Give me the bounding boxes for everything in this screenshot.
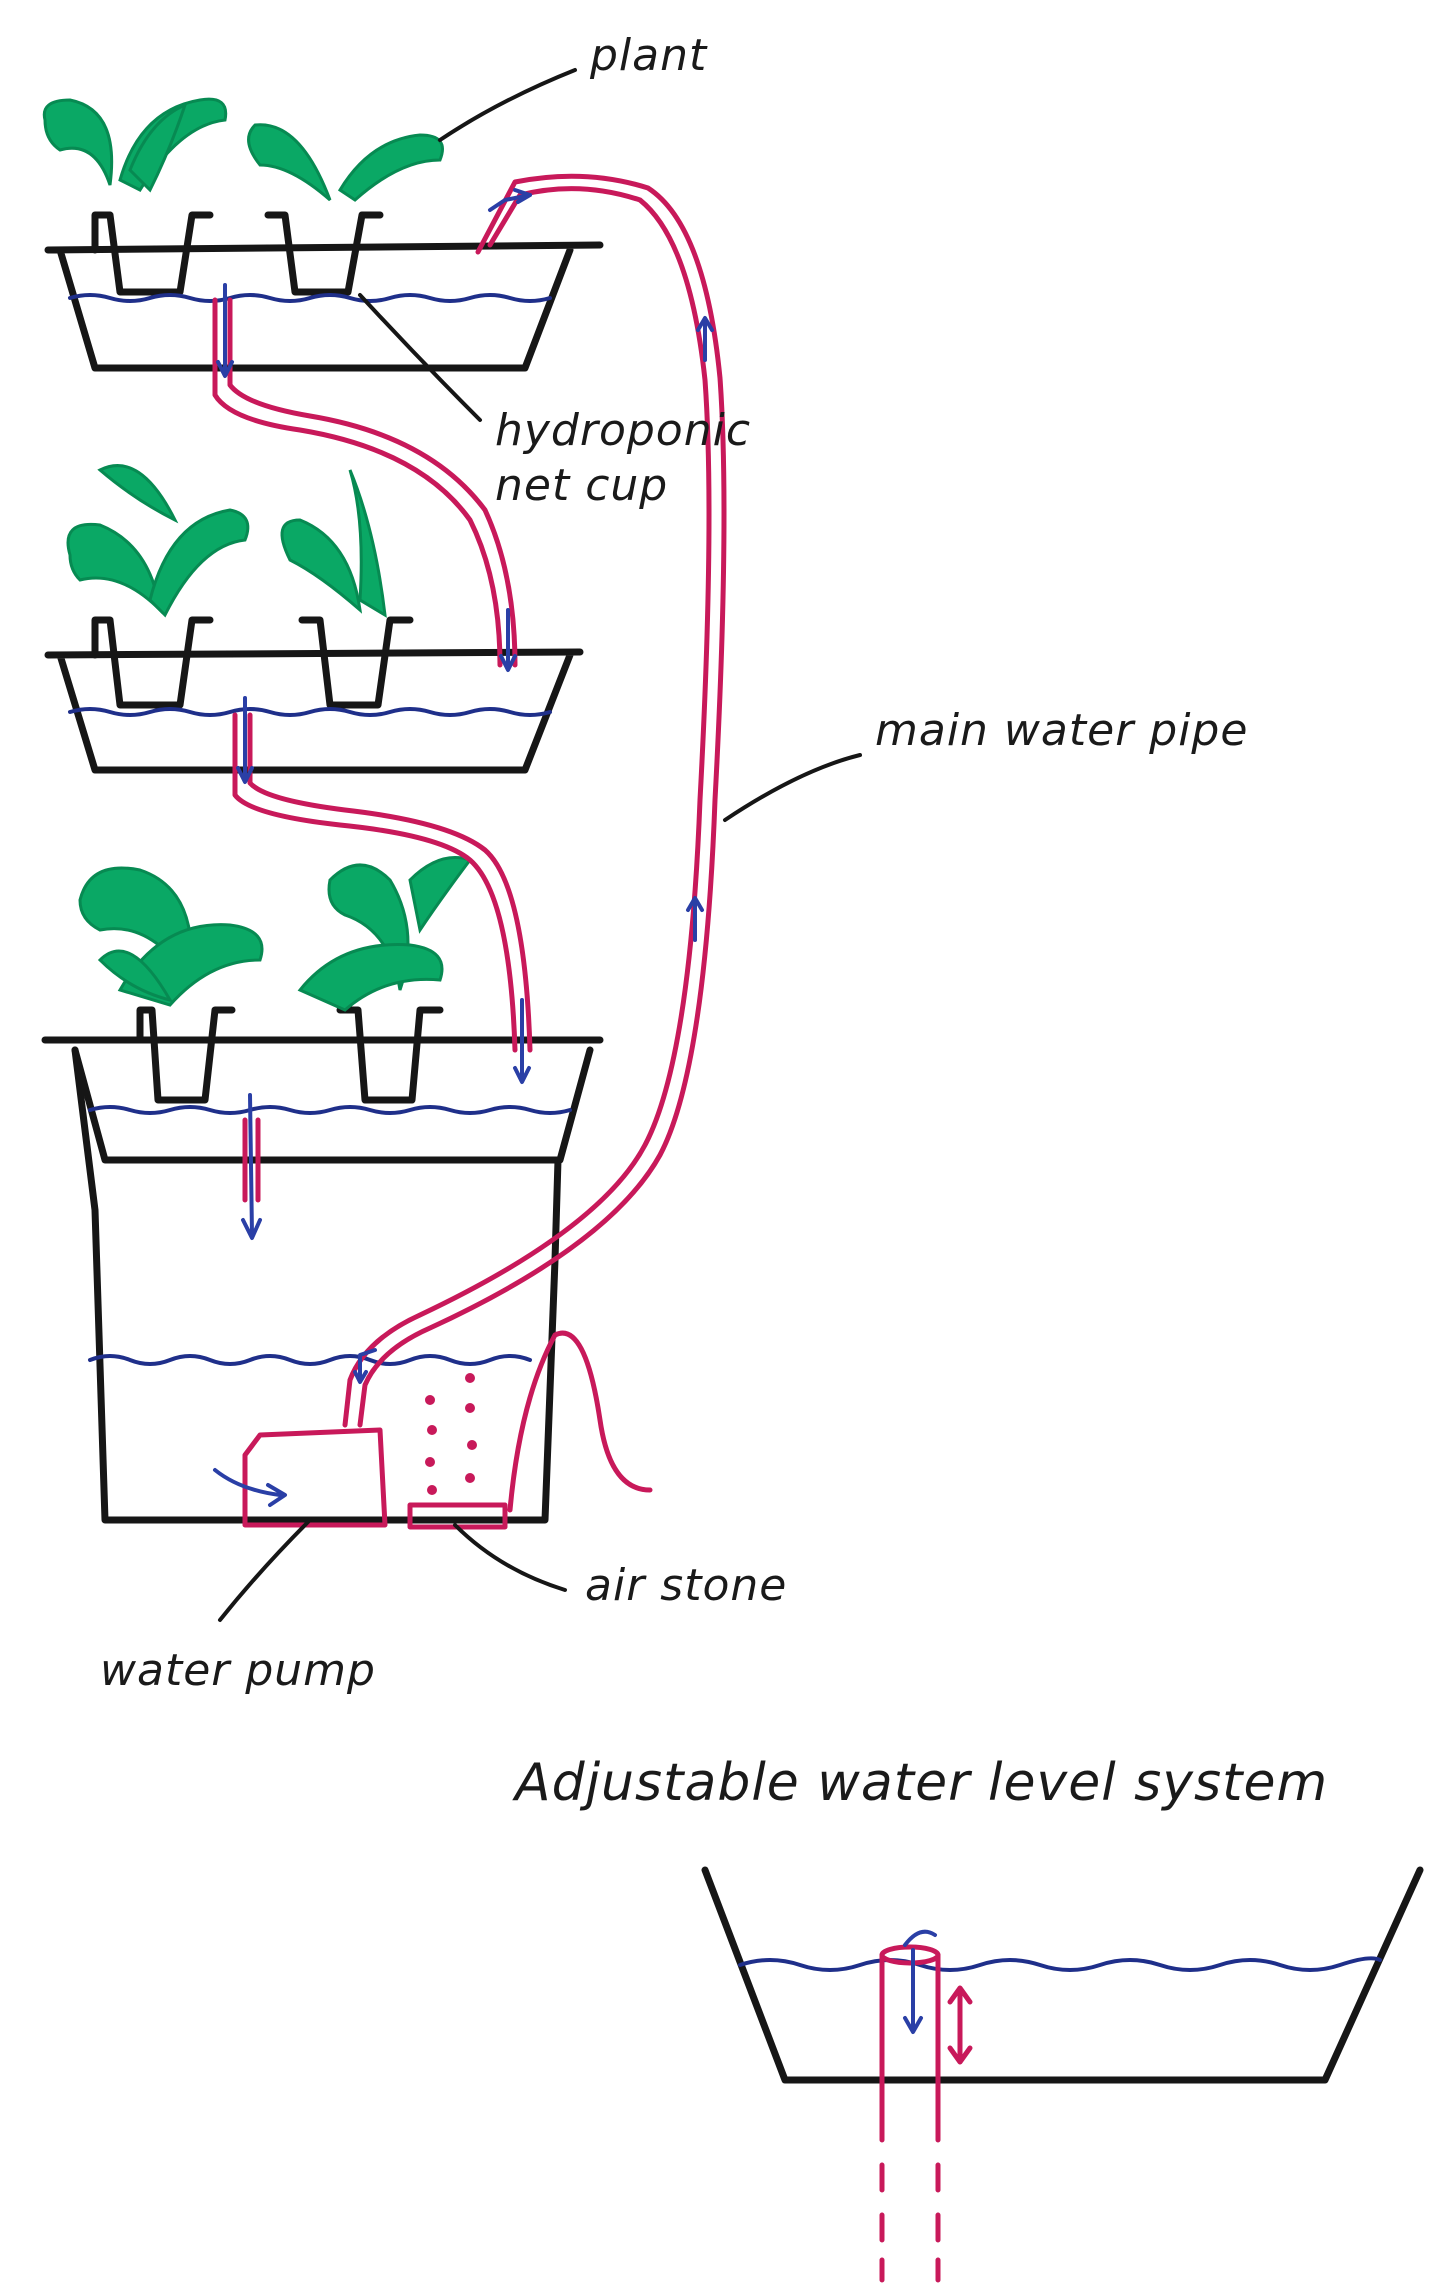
- drain-pipe-lower: [232, 696, 533, 1084]
- inset-title: Adjustable water level system: [512, 1753, 1328, 1813]
- air-bubble: [465, 1403, 475, 1413]
- label-air-stone: air stone: [585, 1560, 787, 1611]
- tray-bottom: [41, 1006, 604, 1164]
- label-net-cup: net cup: [495, 460, 668, 511]
- air-stone: [407, 1330, 653, 1530]
- label-hydroponic: hydroponic: [495, 405, 751, 456]
- air-bubble: [465, 1473, 475, 1483]
- plant-tier-1: [42, 97, 444, 202]
- label-plant-group: plant: [438, 30, 708, 142]
- label-water-pump-group: water pump: [100, 1518, 376, 1696]
- air-bubble: [465, 1373, 475, 1383]
- air-bubble: [467, 1440, 477, 1450]
- main-water-pipe: [342, 173, 727, 1428]
- label-net-cup-group: hydroponic net cup: [358, 293, 751, 511]
- tray-middle: [44, 616, 584, 774]
- plant-tier-3: [78, 856, 473, 1012]
- air-bubble: [425, 1395, 435, 1405]
- reservoir: [71, 1046, 562, 1524]
- label-main-water-pipe: main water pipe: [875, 705, 1248, 756]
- tray-top: [44, 211, 604, 372]
- air-bubble: [425, 1457, 435, 1467]
- water-pump: [213, 1427, 388, 1528]
- adjust-height-arrow: [947, 1985, 973, 2065]
- drain-pipe-upper: [212, 283, 518, 672]
- label-water-pump: water pump: [100, 1645, 376, 1696]
- plant-tier-2: [66, 464, 387, 618]
- adjustable-water-level-inset: Adjustable water level system: [512, 1753, 1424, 2283]
- air-bubble: [427, 1425, 437, 1435]
- label-main-pipe-group: main water pipe: [723, 705, 1248, 822]
- standpipe: [879, 1929, 941, 2283]
- drain-outlet-bottom: [241, 1093, 262, 1240]
- air-bubble: [427, 1485, 437, 1495]
- label-plant: plant: [589, 30, 708, 81]
- label-air-stone-group: air stone: [453, 1523, 787, 1611]
